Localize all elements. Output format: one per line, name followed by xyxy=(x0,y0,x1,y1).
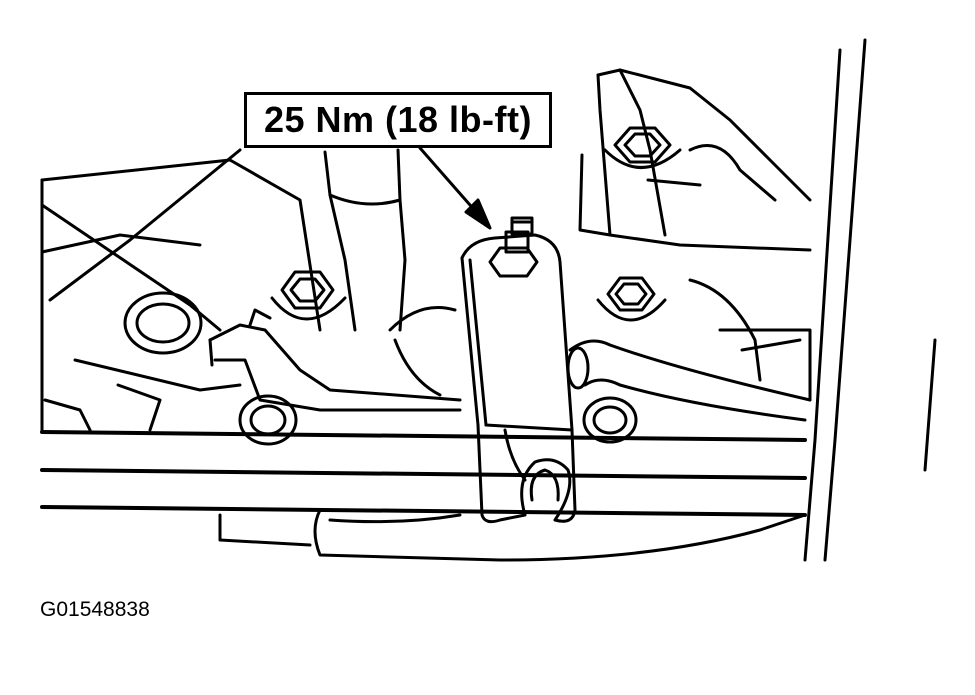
hose-lower xyxy=(218,508,807,562)
left-casting xyxy=(40,148,322,432)
figure-id: G01548838 xyxy=(40,598,150,621)
upper-tube xyxy=(323,148,407,332)
right-housing xyxy=(578,38,937,562)
stabilizer-bracket xyxy=(460,233,577,524)
bolt-center-right xyxy=(596,276,667,322)
bolt-lower-right xyxy=(582,396,638,444)
stud-nut xyxy=(488,216,539,278)
leader-arrow xyxy=(418,146,492,230)
torque-callout: 25 Nm (18 lb-ft) xyxy=(244,92,552,148)
stabilizer-bar xyxy=(40,430,807,517)
bolt-upper-right xyxy=(603,126,682,169)
ring-boss xyxy=(123,291,203,355)
mounting-flange xyxy=(208,306,462,412)
torque-label: 25 Nm (18 lb-ft) xyxy=(263,99,533,140)
bolt-center-left xyxy=(270,270,347,321)
